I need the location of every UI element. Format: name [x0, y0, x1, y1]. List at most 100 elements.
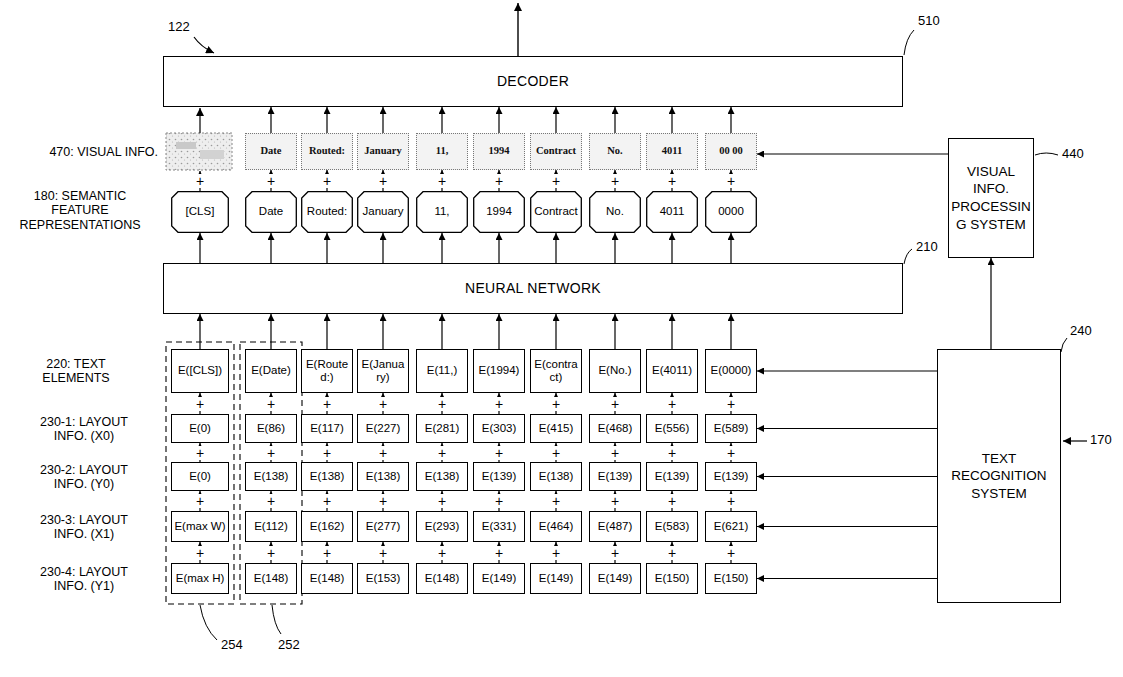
node-text: Routed:: [307, 205, 347, 218]
sum-sign: +: [436, 546, 448, 560]
node-text: 11,: [436, 145, 449, 157]
sum-sign: +: [436, 494, 448, 508]
recognition-system-box: TEXT RECOGNITION SYSTEM: [937, 349, 1061, 603]
node-text: 1994: [489, 145, 510, 157]
layout-x0-box: E(589): [705, 414, 757, 443]
visual-info-box: January: [357, 133, 409, 170]
node-text: E(293): [425, 520, 460, 533]
layout-x0-box: E(86): [245, 414, 297, 443]
layout-x0-box: E(415): [530, 414, 582, 443]
sum-sign: +: [377, 174, 389, 188]
sum-sign: +: [436, 446, 448, 460]
flow-arrow: [270, 233, 271, 263]
flow-arrow: [671, 314, 672, 349]
node-text: E(max H): [176, 572, 225, 585]
sum-sign: +: [377, 494, 389, 508]
octagon-shape: [246, 192, 297, 233]
visual-info-box: Contract: [530, 133, 582, 170]
sum-sign: +: [666, 446, 678, 460]
octagon-shape: [302, 192, 353, 233]
layout-y1-box: E(148): [301, 563, 353, 594]
node-text: E(138): [539, 470, 574, 483]
sum-sign: +: [265, 446, 277, 460]
sum-sign: +: [550, 546, 562, 560]
node-text: E(415): [539, 422, 574, 435]
flow-arrow: [757, 370, 937, 371]
flow-arrow: [757, 476, 937, 477]
layout-x1-box: E(621): [705, 511, 757, 542]
sum-sign: +: [194, 494, 206, 508]
octagon-shape: [531, 192, 582, 233]
node-text: E(150): [655, 572, 690, 585]
flow-arrow: [614, 233, 615, 263]
sum-sign: +: [321, 494, 333, 508]
dashed-group-outline: [166, 342, 234, 604]
text-element-box: E(1994): [473, 349, 525, 393]
visual-image-mark: [200, 150, 224, 159]
sum-sign: +: [493, 494, 505, 508]
semantic-feature-box: 0000: [705, 191, 757, 233]
node-text: E(583): [655, 520, 690, 533]
flow-arrow: [326, 314, 327, 349]
flow-arrow: [382, 107, 383, 133]
sum-sign: +: [666, 174, 678, 188]
sum-sign: +: [725, 397, 737, 411]
layout-y0-box: E(0): [171, 462, 229, 491]
layout-y0-box: E(138): [530, 462, 582, 491]
flow-arrow: [730, 107, 731, 133]
sum-sign: +: [321, 397, 333, 411]
neural-network-box: NEURAL NETWORK: [163, 263, 903, 314]
node-text: E(277): [366, 520, 401, 533]
node-text: Date: [259, 205, 283, 218]
node-text: 00 00: [719, 145, 743, 157]
node-text: E(Routed:): [304, 358, 350, 384]
sum-sign: +: [725, 546, 737, 560]
input-arrow: [1063, 440, 1087, 441]
callout-number: 254: [221, 638, 243, 653]
node-text: E(138): [254, 470, 289, 483]
callout-number: 122: [168, 20, 190, 35]
flow-arrow: [199, 314, 200, 349]
node-text: VISUAL INFO. PROCESSING SYSTEM: [951, 163, 1031, 233]
sum-sign: +: [493, 397, 505, 411]
layout-x1-box: E(464): [530, 511, 582, 542]
node-text: 0000: [718, 205, 744, 218]
node-text: E(150): [714, 572, 749, 585]
flow-arrow: [441, 107, 442, 133]
leader-line: [904, 249, 912, 264]
node-text: E(149): [598, 572, 633, 585]
node-text: E(281): [425, 422, 460, 435]
layout-y1-box: E(149): [530, 563, 582, 594]
visual-info-box: 4011: [646, 133, 698, 170]
octagon-shape: [474, 192, 525, 233]
semantic-feature-box: No.: [589, 191, 641, 233]
node-text: E(112): [254, 520, 288, 533]
node-text: E(11,): [427, 364, 457, 377]
flow-arrow: [498, 107, 499, 133]
callout-number: 440: [1062, 147, 1084, 162]
flow-arrow: [671, 233, 672, 263]
flow-arrow: [326, 107, 327, 133]
sum-sign: +: [436, 397, 448, 411]
flow-arrow: [757, 153, 948, 154]
layout-y1-box: E(148): [416, 563, 468, 594]
text-element-box: E([CLS]): [171, 349, 229, 393]
flow-arrow: [498, 233, 499, 263]
layout-x1-box: E(112): [245, 511, 297, 542]
node-text: E(86): [257, 422, 285, 435]
node-text: [CLS]: [186, 205, 215, 218]
flow-arrow: [441, 233, 442, 263]
node-text: 11,: [434, 205, 449, 218]
semantic-feature-box: January: [357, 191, 409, 233]
flow-arrow: [326, 233, 327, 263]
node-text: No.: [607, 145, 622, 157]
node-text: E(0000): [711, 364, 752, 377]
layout-x1-box: E(277): [357, 511, 409, 542]
sum-sign: +: [609, 397, 621, 411]
text-element-box: E(No.): [589, 349, 641, 393]
node-text: E(162): [310, 520, 345, 533]
sum-sign: +: [550, 397, 562, 411]
sum-sign: +: [493, 174, 505, 188]
text-element-box: E(Date): [245, 349, 297, 393]
